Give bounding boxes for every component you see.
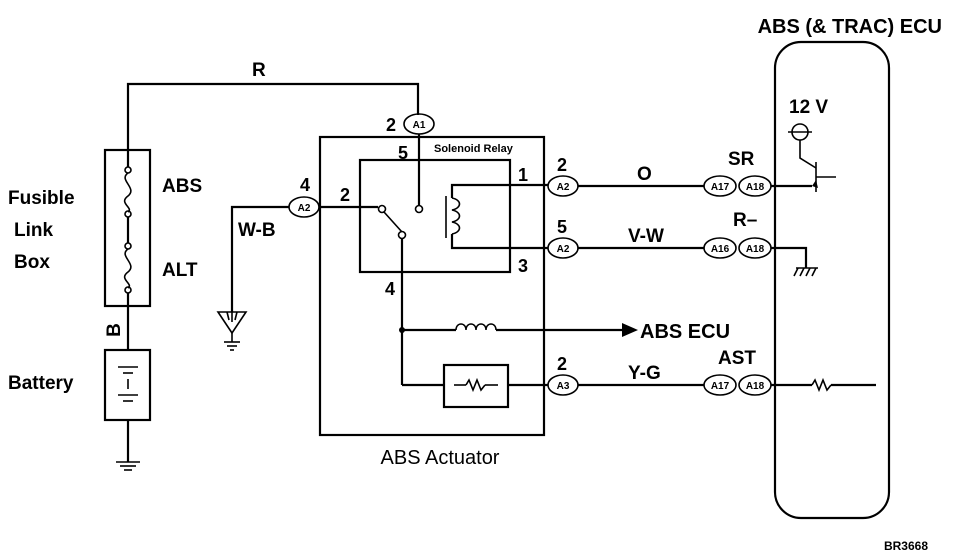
wire-white-black-label: W-B [238,220,276,241]
relay-pin-3: 3 [518,256,528,276]
fuse-alt-label: ALT [162,260,198,281]
a2-r-pin: 5 [557,217,567,237]
a3-pin: 2 [557,354,567,374]
ecu-ground-icon [793,267,818,277]
fuse-abs-icon [123,166,132,218]
a1-pin: 2 [386,115,396,135]
body-ground-icon [216,311,248,351]
connector-a18-r-label: A18 [746,244,765,255]
fusible-title-3: Box [14,252,50,273]
connector-a16-r-label: A16 [711,244,730,255]
connector-a1-label: A1 [413,120,426,131]
abs-ecu-arrow-label: ABS ECU [640,321,730,343]
connector-a16-r [703,237,737,259]
connector-a18-sr-label: A18 [746,182,765,193]
wire-white-black [230,205,289,312]
a2-sr-pin: 2 [557,155,567,175]
connector-a18-ast-label: A18 [746,381,765,392]
arrow-right-icon [622,323,638,337]
relay-pin-2: 2 [340,185,350,205]
inductor-icon [455,323,497,331]
relay-pin-4: 4 [385,279,395,299]
resistor-icon [454,377,498,393]
wire-red-label: R [252,60,266,81]
solenoid-relay-box [358,158,512,274]
wire-violet-white-label: V-W [628,226,664,247]
ecu-title: ABS (& TRAC) ECU [758,16,942,38]
ecu-terminal-sr: SR [728,149,755,170]
relay-coil-icon [445,196,461,238]
fuse-abs-label: ABS [162,176,202,197]
abs-actuator-label: ABS Actuator [381,447,500,469]
connector-a3-label: A3 [557,381,570,392]
battery-ground-icon [116,461,140,471]
abs-actuator-box [318,135,546,437]
fuse-alt-icon [123,242,132,294]
fusible-title-1: Fusible [8,188,75,209]
wire-yellow-green-label: Y-G [628,363,661,384]
figure-code: BR3668 [884,539,928,553]
solenoid-relay-label: Solenoid Relay [434,143,514,155]
connector-a17-ast-label: A17 [711,381,730,392]
connector-a2-left-label: A2 [298,203,311,214]
ecu-terminal-ast: AST [718,348,756,369]
ecu-supply-label: 12 V [789,97,828,118]
battery-icon [118,366,138,402]
wire-orange-label: O [637,164,652,185]
relay-switch-icon [377,204,407,240]
connector-a2-r-label: A2 [557,244,570,255]
relay-pin-5: 5 [398,143,408,163]
resistor-box [442,363,510,409]
wire-red [126,82,420,167]
connector-a17-sr [703,175,737,197]
battery-label: Battery [8,373,74,394]
ecu-terminal-r-minus: R– [733,210,757,231]
ecu-resistor-icon [811,377,832,393]
transistor-icon [799,140,836,192]
connector-a17-ast [703,374,737,396]
connector-a17-sr-label: A17 [711,182,730,193]
fusible-title-2: Link [14,220,53,241]
ecu-box [773,40,891,520]
supply-terminal-icon [788,123,812,141]
relay-pin-1: 1 [518,165,528,185]
connector-a2-sr-label: A2 [557,182,570,193]
wire-black-label: B [104,323,125,337]
a2-left-pin: 4 [300,175,310,195]
